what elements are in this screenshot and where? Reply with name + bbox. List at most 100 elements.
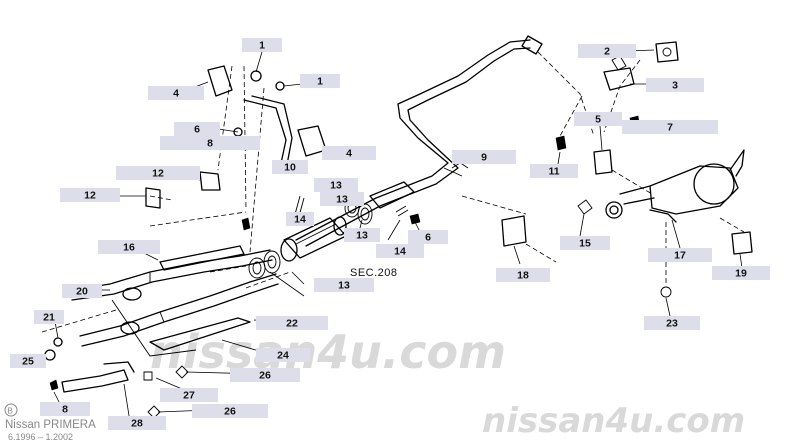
callout-number: 1 — [259, 40, 265, 52]
callout-c32: 23 — [644, 316, 700, 330]
callout-box — [578, 44, 636, 58]
callout-c1: 1 — [242, 38, 282, 52]
callout-box — [644, 316, 700, 330]
callout-c29: 20 — [62, 284, 102, 298]
callout-c30: 21 — [34, 310, 64, 324]
callout-c12: 8 — [40, 402, 90, 416]
vehicle-badge: B Nissan PRIMERA 6.1996 – 1.2002 — [4, 403, 96, 442]
badge-circle — [4, 403, 18, 417]
callout-number: 13 — [356, 230, 368, 242]
callout-c38: 28 — [108, 416, 166, 430]
callout-box — [648, 248, 712, 262]
callout-number: 24 — [277, 350, 289, 362]
callout-box — [344, 228, 380, 242]
callout-box — [408, 230, 448, 244]
front-mounting-brackets — [145, 65, 327, 231]
callout-box — [60, 188, 120, 202]
callout-number: 6 — [194, 124, 200, 136]
callout-c11: 8 — [160, 136, 260, 150]
callout-number: 28 — [131, 418, 143, 430]
callout-number: 9 — [481, 152, 487, 164]
badge-letter: B — [8, 407, 13, 416]
callout-box — [192, 404, 268, 418]
callout-box — [300, 74, 340, 88]
callout-box — [712, 266, 770, 280]
callout-c22: 14 — [286, 212, 314, 226]
callout-number: 5 — [595, 114, 601, 126]
callout-c7: 5 — [574, 112, 622, 126]
callout-number: 12 — [152, 168, 164, 180]
callout-box — [622, 120, 718, 134]
callout-number: 3 — [672, 80, 678, 92]
callout-c6: 4 — [322, 146, 376, 160]
front-exhaust-pipe — [71, 245, 279, 357]
callout-c5: 4 — [148, 86, 204, 100]
callout-c8: 6 — [408, 230, 448, 244]
rubber-mounts — [409, 41, 753, 298]
callout-box — [160, 136, 260, 150]
callout-box — [116, 166, 200, 180]
callout-c35: 26 — [230, 368, 300, 382]
callout-number: 18 — [517, 270, 529, 282]
callout-box — [314, 178, 358, 192]
callout-box — [62, 284, 102, 298]
callout-c21: 13 — [314, 278, 374, 292]
callout-box — [496, 268, 550, 282]
callout-box — [286, 212, 314, 226]
callout-c26: 17 — [648, 248, 712, 262]
section-reference-label: SEC.208 — [350, 267, 398, 279]
callout-box — [256, 348, 310, 362]
callout-c10: 7 — [622, 120, 718, 134]
callout-number: 14 — [394, 246, 406, 258]
callout-c16: 12 — [116, 166, 200, 180]
callout-box — [560, 236, 610, 250]
callout-c36: 26 — [192, 404, 268, 418]
callout-box — [10, 354, 46, 368]
front-resonator — [280, 181, 415, 262]
callout-number: 4 — [346, 148, 352, 160]
callout-number: 27 — [183, 390, 195, 402]
callout-c28: 19 — [712, 266, 770, 280]
callout-c3: 2 — [578, 44, 636, 58]
callout-number: 13 — [338, 280, 350, 292]
callout-number: 26 — [259, 370, 271, 382]
callout-c25: 16 — [98, 240, 160, 254]
callout-number: 11 — [548, 166, 559, 178]
callout-box — [174, 122, 220, 136]
callout-number: 13 — [330, 180, 342, 192]
callout-number: 19 — [735, 268, 747, 280]
center-pipe — [295, 35, 543, 247]
callout-c18: 13 — [314, 178, 358, 192]
callout-number: 17 — [674, 250, 686, 262]
callout-c4: 3 — [646, 78, 704, 92]
callout-c23: 14 — [376, 244, 424, 258]
callout-number: 10 — [284, 162, 296, 174]
vehicle-dates: 6.1996 – 1.2002 — [8, 432, 73, 442]
watermark-bottom: nissan4u.com — [482, 401, 745, 441]
callout-box — [98, 240, 160, 254]
callout-box — [256, 316, 328, 330]
callout-box — [322, 146, 376, 160]
callout-box — [530, 164, 578, 178]
callout-box — [40, 402, 90, 416]
callout-number: 20 — [76, 286, 88, 298]
callout-c24: 15 — [560, 236, 610, 250]
callout-number: 22 — [286, 318, 298, 330]
callout-box — [160, 388, 218, 402]
callout-c20: 13 — [344, 228, 380, 242]
callout-c15: 11 — [530, 164, 578, 178]
callout-box — [646, 78, 704, 92]
callout-number: 2 — [604, 46, 610, 58]
callout-number: 26 — [224, 406, 236, 418]
callout-number: 15 — [579, 238, 591, 250]
vehicle-brand: Nissan PRIMERA — [5, 419, 96, 431]
callout-c19: 13 — [320, 192, 364, 206]
callout-c34: 25 — [10, 354, 46, 368]
callout-number: 16 — [123, 242, 135, 254]
callout-c37: 27 — [160, 388, 218, 402]
callout-box — [108, 416, 166, 430]
callout-box — [230, 368, 300, 382]
